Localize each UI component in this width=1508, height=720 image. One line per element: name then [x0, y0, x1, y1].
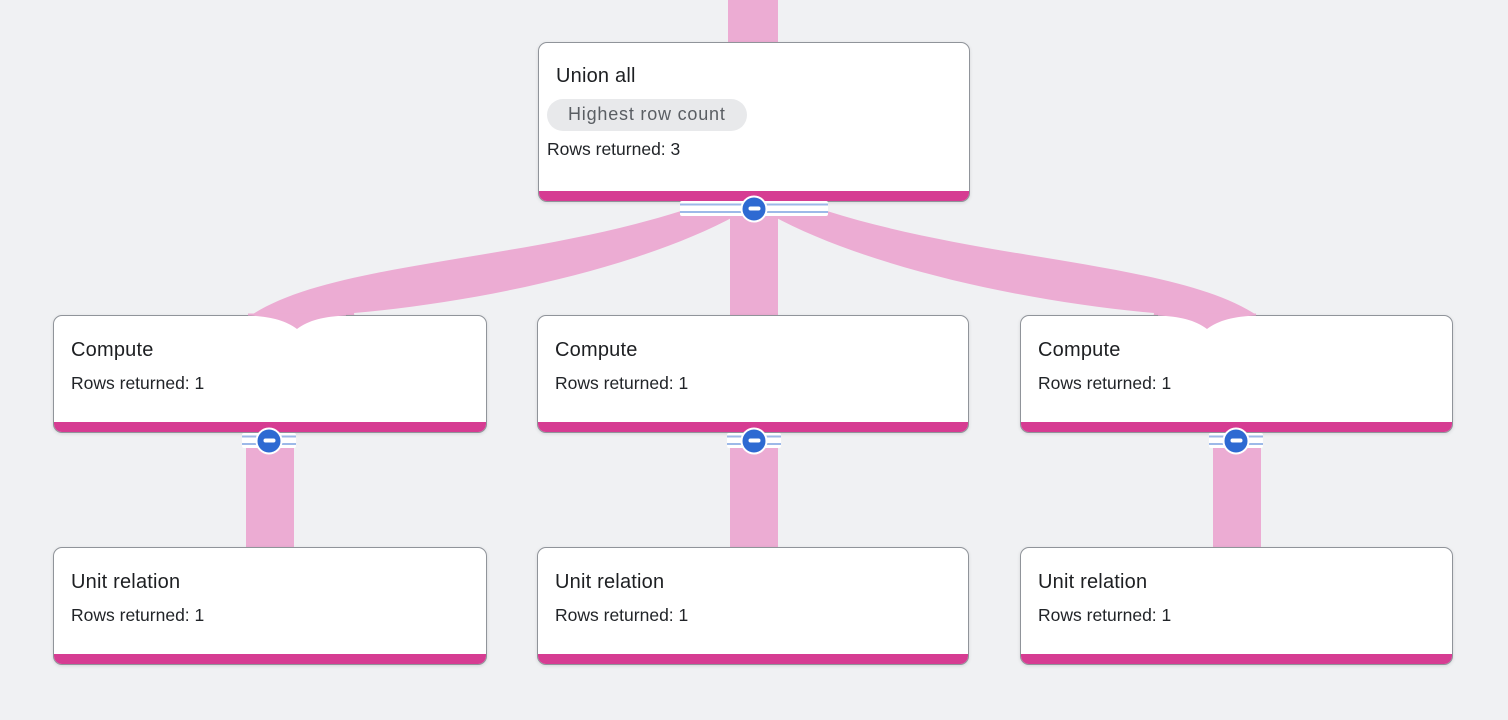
collapse-button-union-all[interactable] [680, 195, 828, 222]
node-rows-returned: Rows returned: 1 [71, 605, 205, 625]
node-accent-bar [54, 654, 486, 664]
node-rows-returned: Rows returned: 1 [1038, 373, 1172, 393]
collapse-minus-icon [1222, 427, 1250, 454]
node-card-compute-left[interactable]: Compute Rows returned: 1 [53, 315, 487, 433]
collapse-minus-icon [255, 427, 283, 454]
node-rows-returned: Rows returned: 1 [1038, 605, 1172, 625]
node-card-union-all[interactable]: Union all Highest row count Rows returne… [538, 42, 970, 202]
collapse-button-compute-left[interactable] [242, 427, 296, 454]
node-title: Unit relation [1038, 571, 1148, 593]
node-card-unit-relation-right[interactable]: Unit relation Rows returned: 1 [1020, 547, 1453, 665]
collapse-minus-icon [740, 195, 768, 222]
node-card-unit-relation-mid[interactable]: Unit relation Rows returned: 1 [537, 547, 969, 665]
node-card-compute-mid[interactable]: Compute Rows returned: 1 [537, 315, 969, 433]
node-title: Compute [555, 339, 638, 361]
node-title: Unit relation [555, 571, 665, 593]
collapse-button-compute-right[interactable] [1209, 427, 1263, 454]
node-rows-returned: Rows returned: 1 [555, 373, 689, 393]
node-rows-returned: Rows returned: 1 [71, 373, 205, 393]
node-rows-returned: Rows returned: 3 [547, 139, 681, 159]
node-accent-bar [1021, 654, 1452, 664]
node-card-compute-right[interactable]: Compute Rows returned: 1 [1020, 315, 1453, 433]
node-title: Union all [556, 65, 636, 87]
collapse-minus-icon [740, 427, 768, 454]
node-title: Unit relation [71, 571, 181, 593]
flow-edge-union-to-compute-mid [730, 210, 778, 318]
highest-row-count-badge: Highest row count [547, 99, 747, 131]
node-rows-returned: Rows returned: 1 [555, 605, 689, 625]
node-card-unit-relation-left[interactable]: Unit relation Rows returned: 1 [53, 547, 487, 665]
node-accent-bar [538, 654, 968, 664]
node-title: Compute [1038, 339, 1121, 361]
collapse-button-compute-mid[interactable] [727, 427, 781, 454]
node-title: Compute [71, 339, 154, 361]
flow-edge-into-union-all [728, 0, 778, 46]
